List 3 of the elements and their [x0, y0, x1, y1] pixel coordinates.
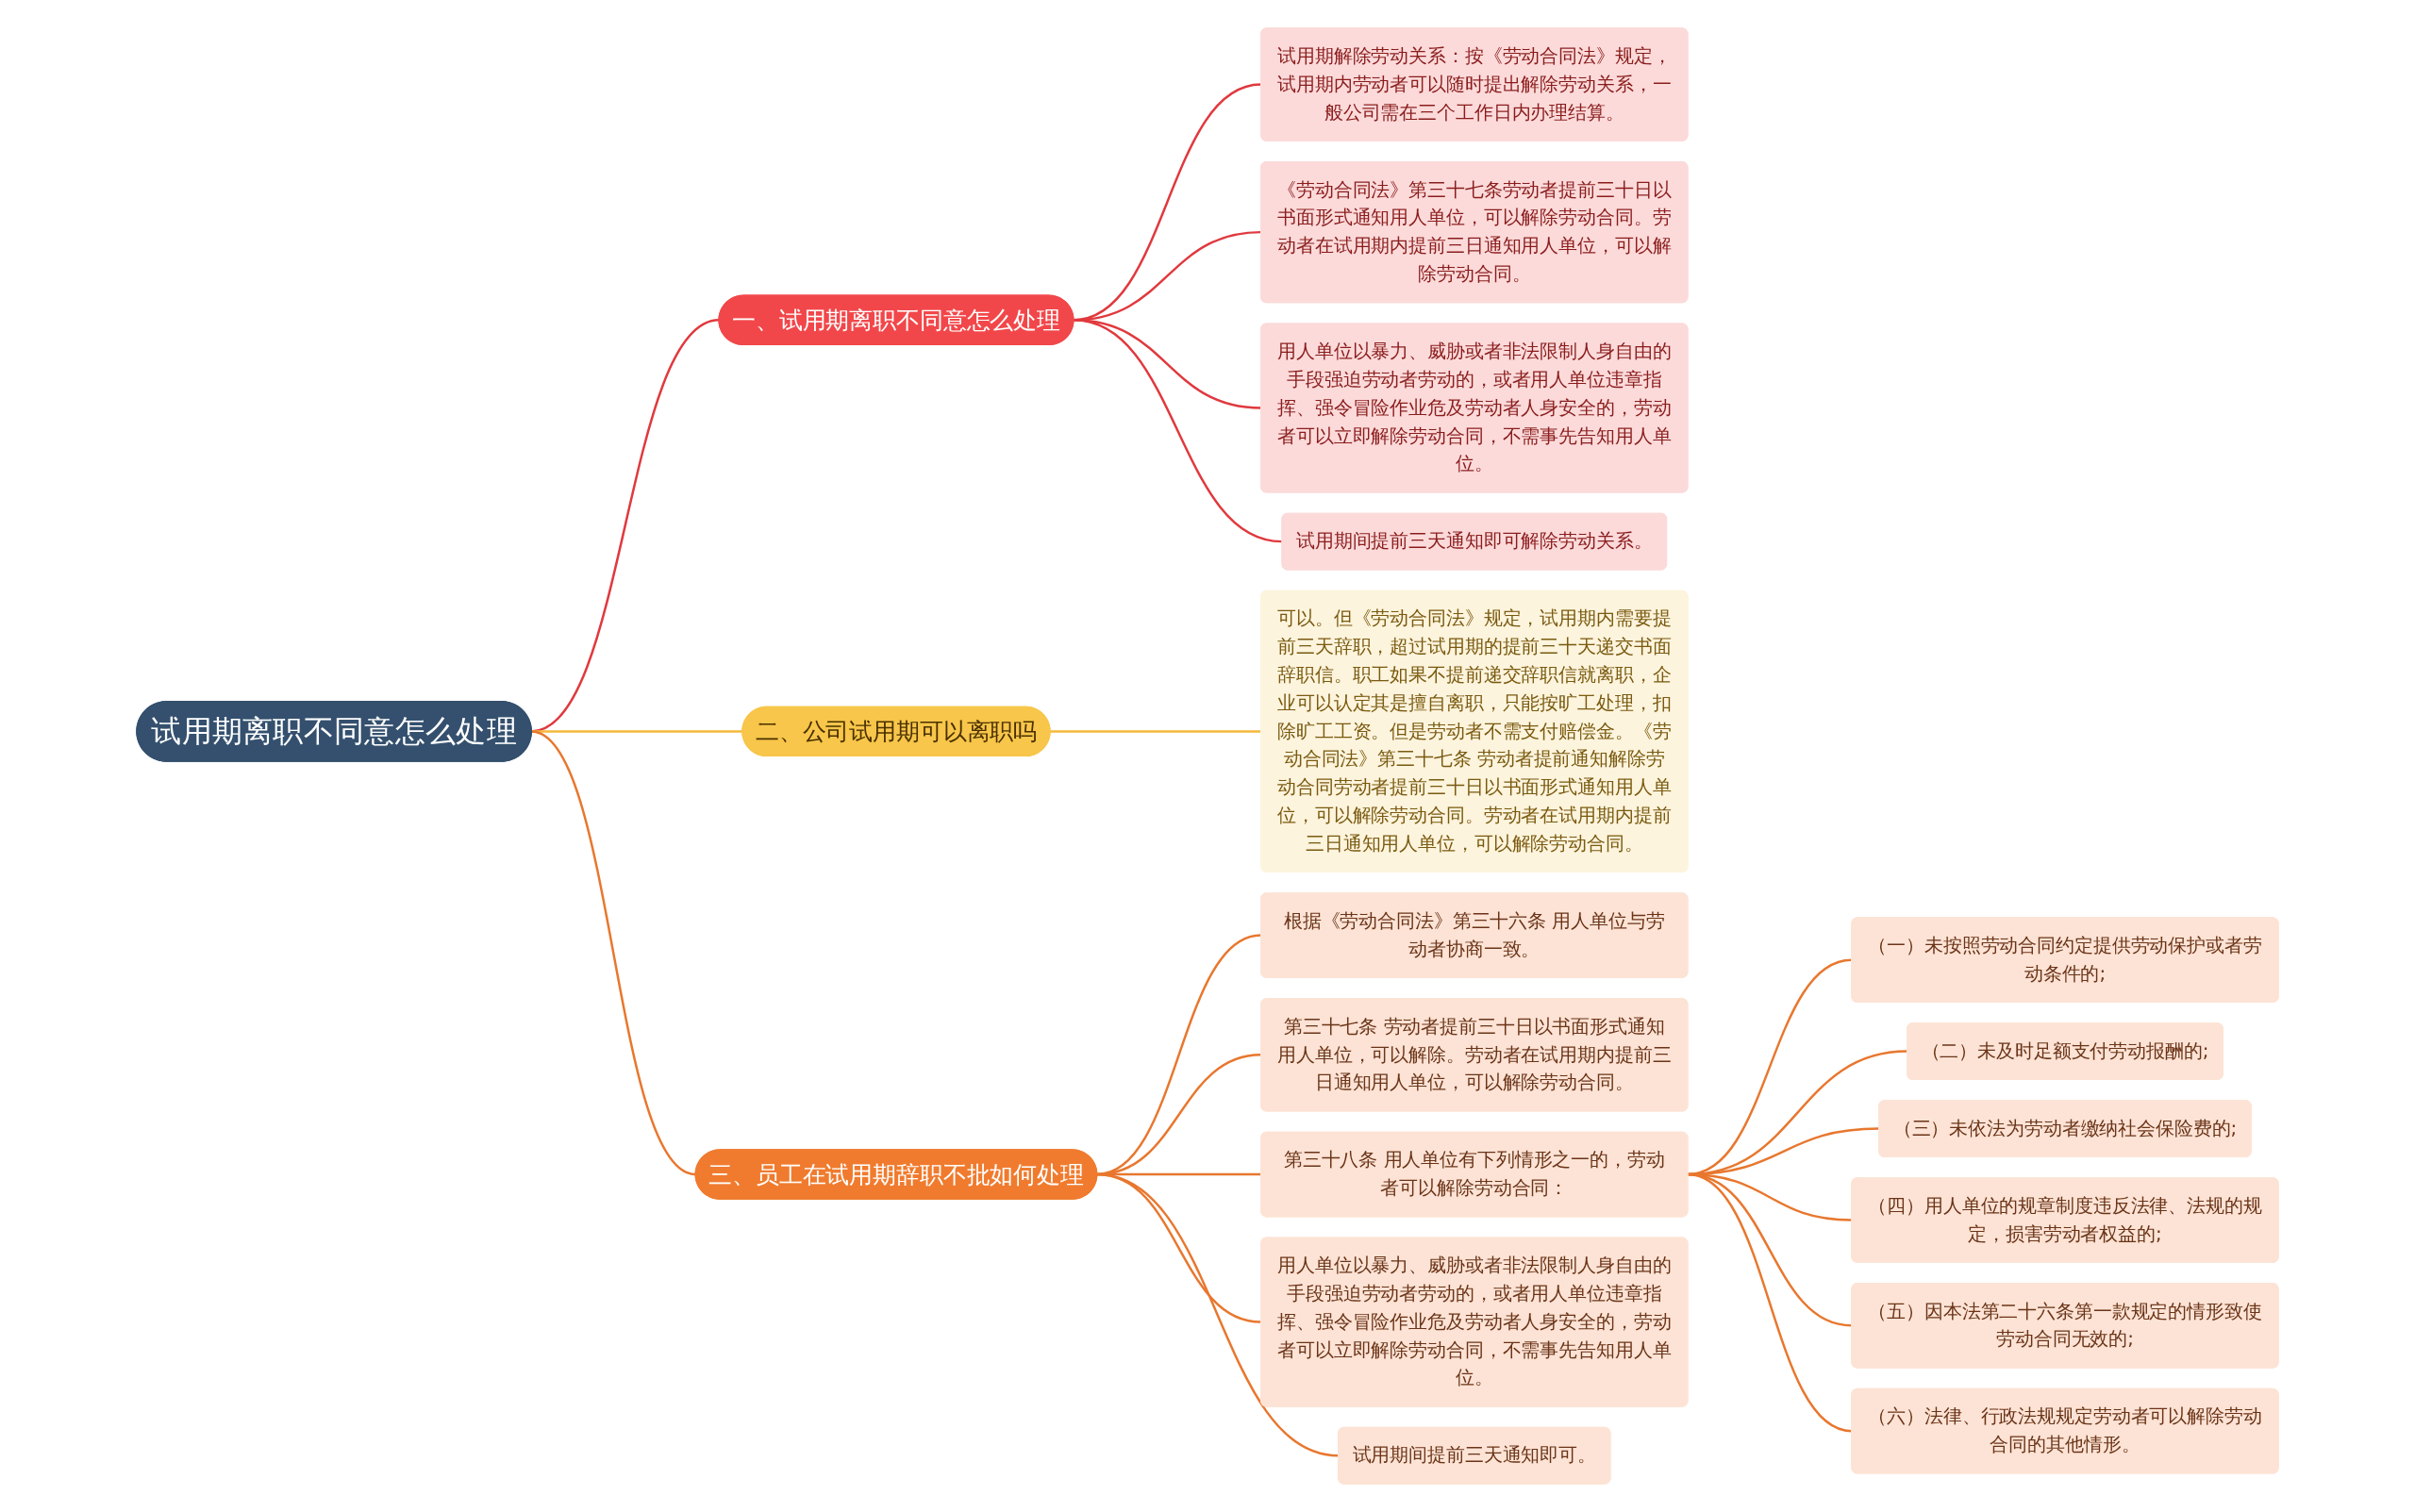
connector: [1096, 1172, 1339, 1457]
connector: [1073, 319, 1283, 543]
connector: [1050, 730, 1261, 733]
